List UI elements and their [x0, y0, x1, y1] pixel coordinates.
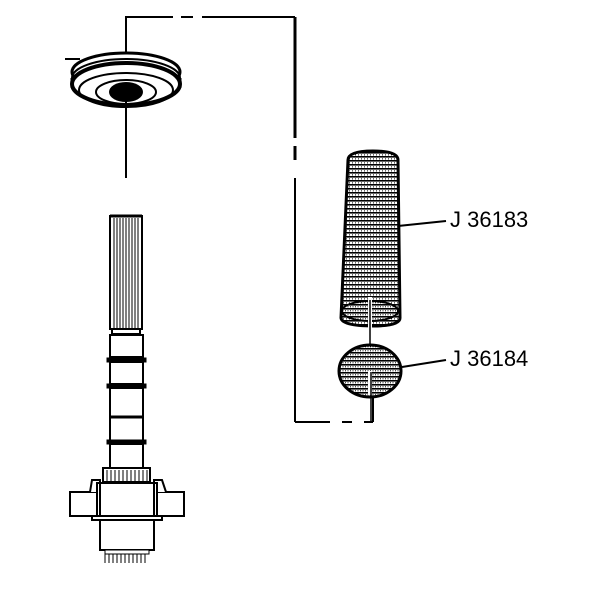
callout-label-j36184: J 36184	[450, 346, 529, 371]
installer-tool-j36183	[339, 149, 447, 346]
shaft-assembly-part	[69, 214, 185, 563]
handle-tool-j36184	[337, 343, 447, 422]
dashed-connector-line	[125, 16, 374, 423]
seal-ring-part	[65, 42, 182, 178]
callout-label-j36183: J 36183	[450, 207, 529, 232]
